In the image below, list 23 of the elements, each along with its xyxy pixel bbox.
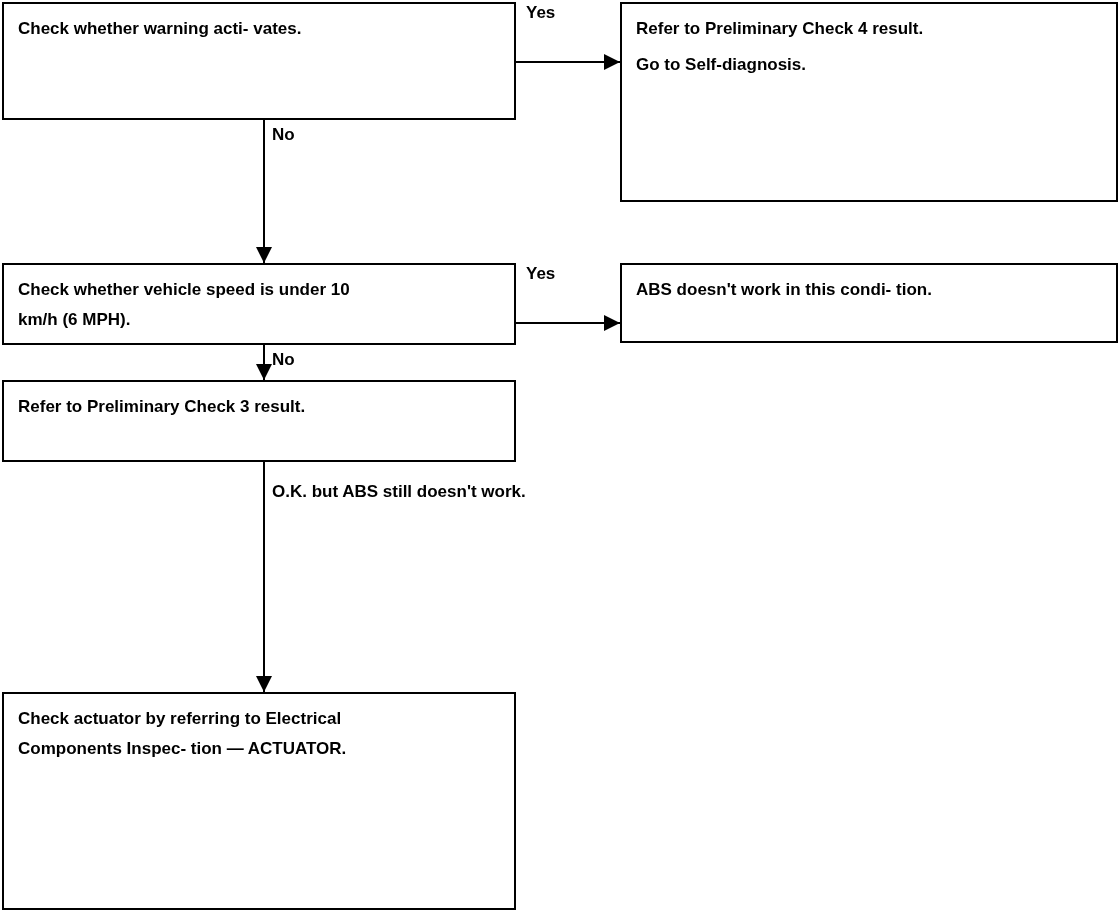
- arrow: [256, 119, 272, 264]
- process-box: [2, 2, 516, 120]
- process-box: [2, 380, 516, 462]
- edge-label: Yes: [526, 2, 557, 24]
- process-box: [2, 692, 516, 910]
- edge-label: Yes: [526, 263, 557, 285]
- box-text: ABS doesn't work in this condi- tion.: [636, 279, 933, 301]
- arrow: [515, 315, 621, 331]
- box-text: Check whether warning acti- vates.: [18, 18, 303, 40]
- process-box: [620, 2, 1118, 202]
- box-text: Check whether vehicle speed is under 10 km/h (6 MPH).: [18, 279, 351, 331]
- process-box: [620, 263, 1118, 343]
- box-text: Refer to Preliminary Check 4 result.: [636, 18, 925, 40]
- edge-label: O.K. but ABS still doesn't work.: [272, 481, 527, 503]
- arrow: [256, 461, 272, 693]
- edge-label: No: [272, 349, 296, 371]
- box-text: Refer to Preliminary Check 3 result.: [18, 396, 307, 418]
- box-text: Go to Self-diagnosis.: [636, 54, 807, 76]
- edge-label: No: [272, 124, 296, 146]
- arrow: [256, 344, 272, 381]
- arrow: [515, 54, 621, 70]
- box-text: Check actuator by referring to Electrical Components Inspec- tion — ACTUATOR.: [18, 708, 348, 760]
- process-box: [2, 263, 516, 345]
